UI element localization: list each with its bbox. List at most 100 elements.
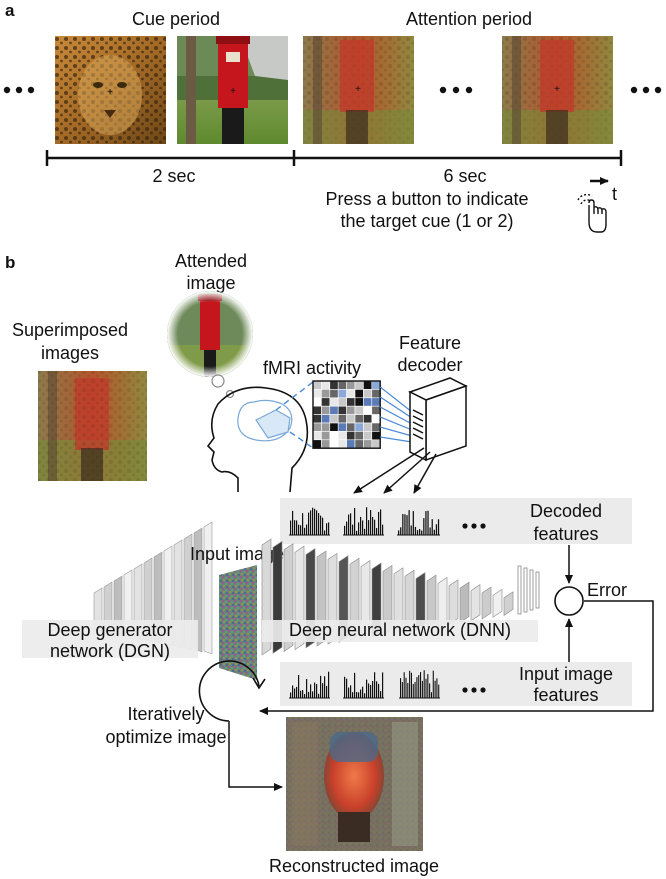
fmri-voxel xyxy=(312,389,322,399)
time-axis-label: t xyxy=(612,184,617,204)
svg-text:+: + xyxy=(107,87,113,98)
feature-bar xyxy=(302,690,304,698)
feature-bar xyxy=(300,525,302,535)
to-reconstructed-arrow xyxy=(228,721,283,791)
dgn-label-1: Deep generator xyxy=(47,620,172,640)
dnn-fc-layer xyxy=(517,565,522,615)
feature-bar xyxy=(320,675,322,698)
attention-period-label: Attention period xyxy=(406,9,532,29)
fmri-voxel xyxy=(329,380,339,390)
feature-bar xyxy=(344,525,346,535)
decoder-line xyxy=(379,396,413,419)
feature-bar xyxy=(356,530,358,535)
attended-label-2: image xyxy=(186,273,235,293)
fmri-voxel xyxy=(346,380,356,390)
feature-bar xyxy=(324,530,326,535)
input-image-label: Input image xyxy=(190,544,284,564)
decoded-features-label-1: Decoded xyxy=(530,501,602,521)
feature-bar xyxy=(358,522,360,535)
svg-text:+: + xyxy=(355,84,361,95)
feature-bar xyxy=(382,524,384,535)
fmri-voxel xyxy=(329,405,339,415)
feature-bar xyxy=(320,515,322,535)
feature-bar xyxy=(324,676,326,698)
feature-bar xyxy=(421,680,423,698)
feature-bar xyxy=(316,684,318,698)
fmri-voxel xyxy=(337,439,347,449)
fmri-voxel xyxy=(371,414,381,424)
fmri-voxel xyxy=(354,439,364,449)
fmri-voxel xyxy=(337,431,347,441)
fmri-voxel xyxy=(346,439,356,449)
decoded-feature-histograms xyxy=(289,507,440,536)
fmri-voxel xyxy=(363,405,373,415)
decoded-ellipsis xyxy=(462,523,486,529)
fmri-voxel xyxy=(354,431,364,441)
fmri-voxel xyxy=(354,405,364,415)
dgn-label-2: network (DGN) xyxy=(50,641,170,661)
feature-bar xyxy=(437,519,440,535)
fmri-voxel xyxy=(371,380,381,390)
feature-bar xyxy=(328,522,330,535)
feature-bar xyxy=(419,529,421,535)
feature-bar xyxy=(378,511,380,535)
feature-bar xyxy=(416,530,419,535)
fmri-voxel xyxy=(346,422,356,432)
feature-bar xyxy=(372,516,374,535)
optimize-loop-icon xyxy=(198,660,266,722)
feature-bar xyxy=(423,518,425,535)
fmri-voxel xyxy=(354,380,364,390)
fmri-voxel xyxy=(354,389,364,399)
fmri-voxel xyxy=(371,405,381,415)
fmri-voxel xyxy=(312,405,322,415)
server-icon xyxy=(408,377,468,462)
feature-bar xyxy=(438,684,440,698)
feature-bar xyxy=(435,524,438,535)
error-feedback-arrow xyxy=(259,600,654,715)
feature-bar xyxy=(434,680,436,698)
svg-text:+: + xyxy=(230,86,236,97)
cue-period-label: Cue period xyxy=(132,9,220,29)
feature-bar xyxy=(408,510,410,535)
dnn-fc-layer xyxy=(535,571,540,609)
decoder-line xyxy=(379,406,413,425)
feature-bar xyxy=(292,510,294,535)
feature-bar xyxy=(352,692,354,698)
feature-bar xyxy=(366,507,368,535)
feature-bar xyxy=(326,523,328,535)
feature-bar xyxy=(346,678,348,698)
feature-bar xyxy=(414,526,417,535)
fmri-voxel xyxy=(312,414,322,424)
reconstructed-image xyxy=(286,717,423,851)
feature-bar xyxy=(410,525,412,535)
feature-bar xyxy=(300,690,302,698)
feature-bar xyxy=(374,519,376,535)
decoder-input-lines xyxy=(379,386,413,443)
feature-bar xyxy=(368,520,370,535)
fmri-voxel xyxy=(321,380,331,390)
superimposed-label-2: images xyxy=(41,343,99,363)
feature-bar xyxy=(380,691,382,698)
feature-bar xyxy=(425,678,427,698)
fmri-voxel xyxy=(346,431,356,441)
fmri-voxel xyxy=(371,439,381,449)
dnn-layer xyxy=(437,576,448,627)
fmri-grid-border xyxy=(312,380,381,449)
projection-lines-head xyxy=(275,381,314,449)
dnn-label: Deep neural network (DNN) xyxy=(289,620,511,640)
dnn-layer xyxy=(481,586,492,620)
feature-bar xyxy=(432,670,434,698)
fmri-voxel xyxy=(354,414,364,424)
iterate-label-2: optimize image xyxy=(105,727,226,747)
fmri-voxel xyxy=(321,439,331,449)
fmri-voxel xyxy=(363,422,373,432)
fmri-voxel xyxy=(329,389,339,399)
fmri-voxel xyxy=(346,414,356,424)
feature-bar xyxy=(403,672,405,698)
fmri-voxel xyxy=(346,389,356,399)
feature-bar xyxy=(429,527,431,535)
feature-bar xyxy=(316,510,318,535)
feature-bar xyxy=(423,670,425,698)
ellipsis-left xyxy=(3,86,35,94)
feature-bar xyxy=(292,685,294,698)
